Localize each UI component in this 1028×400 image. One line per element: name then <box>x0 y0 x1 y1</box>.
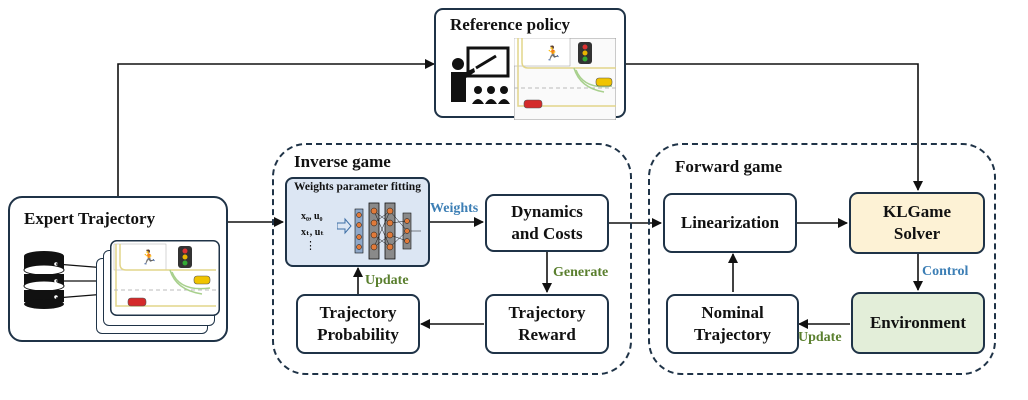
inverse-game-group <box>272 143 632 375</box>
fitting-math-row-2: xₜ, uₜ <box>301 227 324 238</box>
road-scene-image: 🏃 <box>110 240 220 316</box>
trajectory-probability-box: Trajectory Probability <box>296 294 420 354</box>
arrow-expert-to-reference <box>117 59 435 196</box>
environment-label: Environment <box>869 313 967 332</box>
dynamics-and-costs-label: Dynamics and Costs <box>511 202 583 243</box>
database-icon <box>23 251 65 309</box>
control-edge-label: Control <box>922 264 969 279</box>
expert-trajectory-panel: Expert Trajectory 🏃 <box>8 196 228 342</box>
klgame-solver-label: KLGame Solver <box>883 202 951 243</box>
trajectory-probability-label: Trajectory Probability <box>317 303 399 344</box>
fitting-math-row-1: x₀, u₀ <box>301 211 323 222</box>
dynamics-and-costs-box: Dynamics and Costs <box>485 194 609 252</box>
linearization-box: Linearization <box>663 193 797 253</box>
weights-fitting-panel: Weights parameter fitting x₀, u₀ xₜ, uₜ … <box>285 177 430 267</box>
nominal-trajectory-box: Nominal Trajectory <box>666 294 799 354</box>
weights-fitting-title: Weights parameter fitting <box>294 181 421 193</box>
linearization-label: Linearization <box>680 213 780 232</box>
fitting-math-row-3: ⋮ <box>305 240 316 252</box>
forward-game-title: Forward game <box>675 157 783 176</box>
reference-policy-title: Reference policy <box>450 15 571 34</box>
teacher-icon <box>451 46 510 104</box>
arrow-reference-to-solver <box>626 63 923 191</box>
generate-edge-label: Generate <box>553 265 609 280</box>
road-scene-image: 🏃 <box>514 38 616 120</box>
environment-box: Environment <box>851 292 985 354</box>
klgame-solver-box: KLGame Solver <box>849 192 985 254</box>
svg-text:🏃: 🏃 <box>140 249 157 266</box>
reference-policy-panel: Reference policy 🏃 <box>434 8 626 120</box>
expert-trajectory-title: Expert Trajectory <box>24 209 156 228</box>
trajectory-reward-label: Trajectory Reward <box>508 303 586 344</box>
update-forward-edge-label: Update <box>798 330 842 345</box>
trajectory-reward-box: Trajectory Reward <box>485 294 609 354</box>
update-inverse-edge-label: Update <box>365 273 409 288</box>
neural-network-icon <box>337 202 421 260</box>
nominal-trajectory-label: Nominal Trajectory <box>693 303 772 344</box>
svg-text:🏃: 🏃 <box>544 45 561 62</box>
weights-edge-label: Weights <box>430 201 479 216</box>
inverse-game-title: Inverse game <box>294 152 391 171</box>
forward-game-group <box>648 143 996 375</box>
